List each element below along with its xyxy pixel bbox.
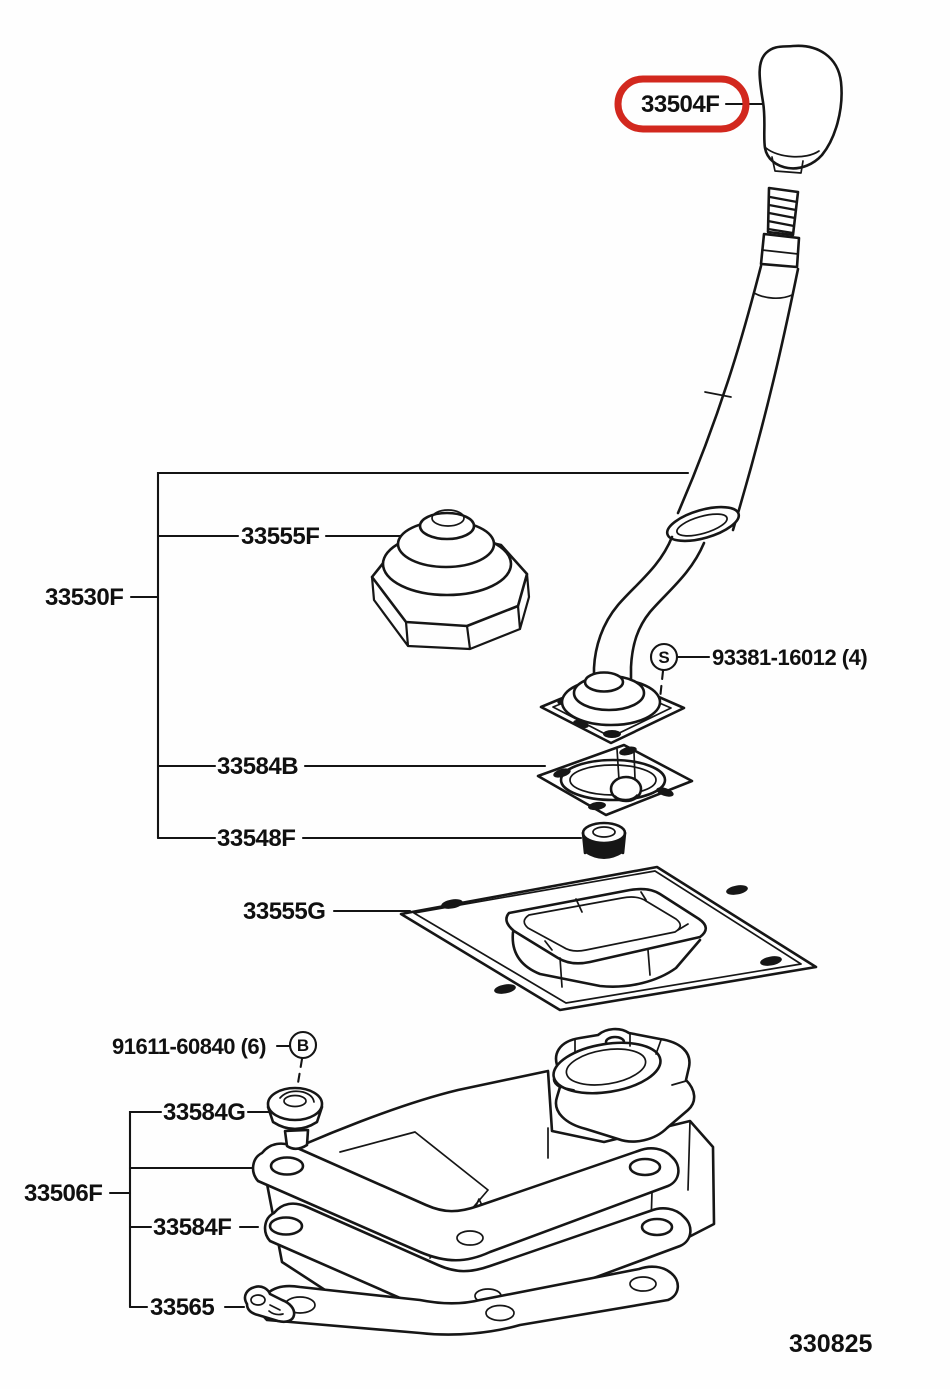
bracket-33530f [156,471,690,840]
part-label-33555g: 33555G [243,898,325,925]
part-housing [251,1027,716,1305]
fastener-b-circle [288,1030,318,1060]
part-plate-33555g [399,865,818,1012]
part-shift-lever [592,186,801,689]
part-bushing [581,821,627,859]
fastener-s-symbol: S [658,648,669,667]
fastener-b-symbol: B [297,1036,309,1055]
leader-fastener-b-dash [295,1057,304,1091]
fastener-b-number: 91611-60840 (6) [112,1034,266,1059]
labels: 33504F 33555F 33530F S 93381-16012 (4) 3… [24,75,873,1358]
part-shift-knob [758,44,843,174]
part-label-33504f: 33504F [641,91,719,118]
part-label-33548f: 33548F [217,825,295,852]
part-label-33584f: 33584F [153,1214,231,1241]
highlight-oval [614,75,750,133]
fastener-s-number: 93381-16012 (4) [712,645,867,670]
part-label-33584g: 33584G [163,1099,245,1126]
part-boot-plate [539,671,686,745]
figure-code: 330825 [789,1330,873,1358]
part-grommet [266,1086,324,1151]
leader-lines [108,102,766,1309]
part-lever-cap [370,509,531,651]
part-clip [243,1285,296,1324]
part-label-33506f: 33506F [24,1180,102,1207]
part-label-33555f: 33555F [241,523,319,550]
fastener-s-circle [649,642,679,672]
part-label-33584b: 33584B [217,753,298,780]
part-label-33565: 33565 [150,1294,214,1321]
part-label-33530f: 33530F [45,584,123,611]
part-gasket-upper [536,743,694,817]
bracket-33506f [128,1110,163,1309]
